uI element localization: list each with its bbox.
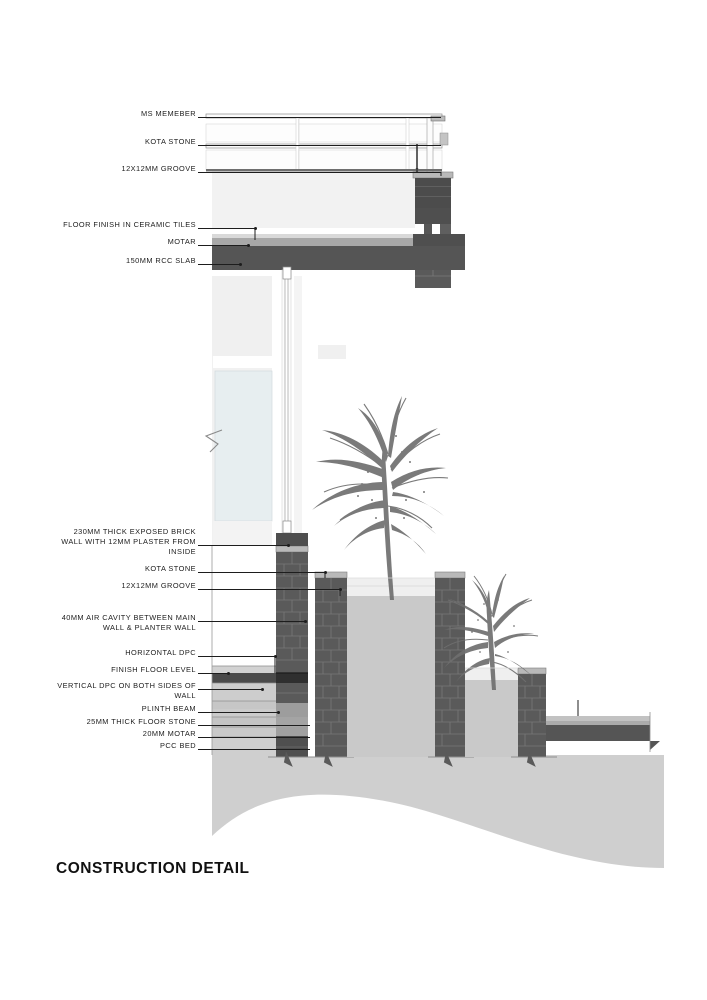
leader-dot-horizontal-dpc (273, 655, 277, 658)
annotation-vertical-dpc: VERTICAL DPC ON BOTH SIDES OF WALL (57, 681, 196, 701)
rcc-floor-slab (212, 234, 465, 270)
leader-dot-plinth-beam (276, 711, 280, 714)
leader-dot-motar-top (246, 244, 250, 247)
air-cavity-gap (308, 552, 315, 757)
leader-dot-air-cavity (303, 620, 307, 623)
annotation-groove-mid: 12X12MM GROOVE (121, 581, 196, 590)
leader-finish-floor-level (198, 673, 228, 674)
glazed-window-panel (213, 266, 346, 547)
leader-rcc-slab (198, 264, 240, 265)
annotation-air-cavity: 40MM AIR CAVITY BETWEEN MAIN WALL & PLAN… (61, 613, 196, 633)
annotation-pcc-bed: PCC BED (159, 741, 196, 750)
annotation-motar-top: MOTAR (167, 237, 196, 246)
earth-fill-profile (212, 755, 664, 868)
leader-pcc-bed (198, 749, 310, 750)
leader-vertical-dpc (198, 689, 262, 690)
ms-railing-assembly (205, 113, 449, 177)
page-title: CONSTRUCTION DETAIL (56, 860, 250, 877)
right-floor-layers (546, 712, 660, 752)
leader-dot-rcc-slab (238, 263, 242, 266)
palm-plant-large (312, 396, 449, 600)
leader-groove-top (198, 172, 441, 173)
annotation-floor-finish-tiles: FLOOR FINISH IN CERAMIC TILES (63, 220, 196, 229)
leader-plinth-beam (198, 712, 278, 713)
palm-plant-small (443, 573, 539, 690)
annotation-plinth-beam: PLINTH BEAM (141, 704, 196, 713)
leader-kota-stone-mid (198, 572, 325, 573)
annotation-groove-top: 12X12MM GROOVE (121, 164, 196, 173)
annotation-finish-floor-level: FINISH FLOOR LEVEL (111, 665, 196, 674)
annotation-ms-member: MS MEMEBER (140, 109, 196, 118)
planter-wall-right (511, 667, 557, 767)
break-line-symbol (204, 429, 223, 453)
leader-exposed-brick-wall (198, 545, 288, 546)
leader-dot-kota-stone-mid (323, 571, 327, 574)
annotation-rcc-slab: 150MM RCC SLAB (126, 256, 196, 265)
annotation-exposed-brick-wall: 230MM THICK EXPOSED BRICK WALL WITH 12MM… (61, 527, 196, 557)
leader-motar-top (198, 245, 248, 246)
leader-floor-stone-25mm (198, 725, 310, 726)
annotation-motar-20mm: 20MM MOTAR (142, 729, 196, 738)
leader-kota-stone-top (198, 145, 441, 146)
annotation-kota-stone-mid: KOTA STONE (144, 564, 196, 573)
leader-groove-mid (198, 589, 340, 590)
annotation-floor-stone-25mm: 25MM THICK FLOOR STONE (86, 717, 196, 726)
planter-box-large (347, 596, 435, 757)
parapet-brick-wall (412, 171, 454, 288)
annotation-kota-stone-top: KOTA STONE (144, 137, 196, 146)
leader-dot-exposed-brick-wall (286, 544, 290, 547)
annotation-horizontal-dpc: HORIZONTAL DPC (125, 648, 196, 657)
leader-floor-finish-tiles (198, 228, 255, 229)
leader-air-cavity (198, 621, 305, 622)
interior-floor-layers (211, 546, 276, 755)
leader-horizontal-dpc (198, 656, 275, 657)
leader-ms-member (198, 117, 441, 118)
planter-box-small (465, 680, 518, 757)
leader-dot-vertical-dpc (260, 688, 264, 691)
leader-dot-finish-floor-level (226, 672, 230, 675)
planter-brick-wall (308, 571, 354, 767)
leader-motar-20mm (198, 737, 310, 738)
leader-dot-floor-finish-tiles (253, 227, 257, 230)
leader-dot-groove-mid (338, 588, 342, 591)
